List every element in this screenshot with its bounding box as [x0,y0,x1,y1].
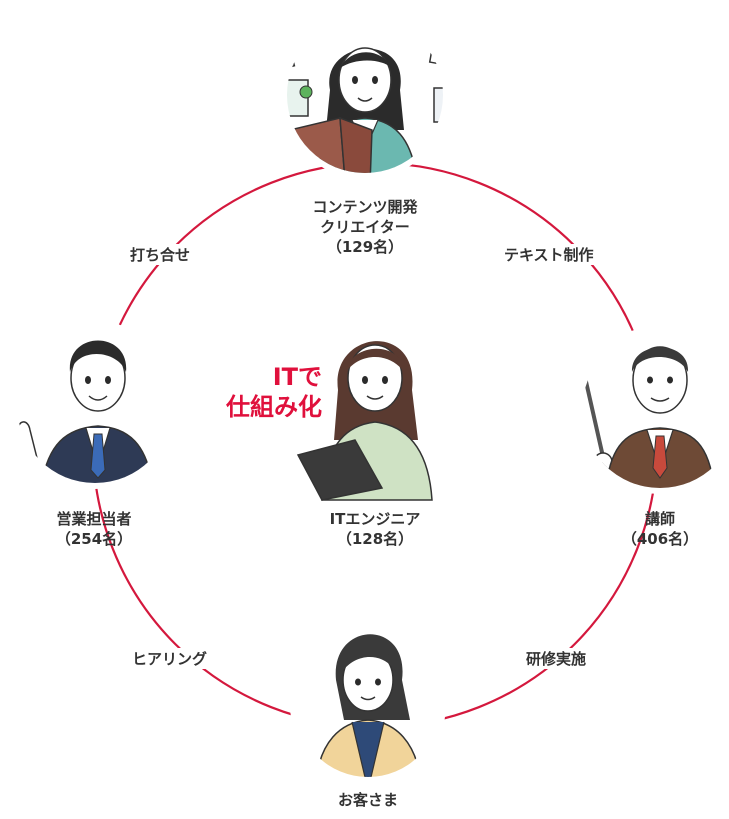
node-label-content-developer: コンテンツ開発 クリエイター （129名） [282,197,448,257]
node-label-line: お客さま [337,791,398,809]
woman-with-laptop-illustration [296,341,433,501]
node-label-line: クリエイター [320,218,410,236]
node-label-line: （254名） [55,530,133,548]
node-label-line: ITエンジニア [329,510,421,528]
it-systemization-tagline: ITで 仕組み化 [196,362,322,422]
node-label-sales: 営業担当者 （254名） [24,509,164,549]
edge-label-meeting: 打ち合せ [126,244,195,265]
node-label-customer: お客さま [298,790,438,810]
tagline-line: ITで [272,363,322,391]
node-label-line: 営業担当者 [56,510,132,528]
edge-label-hearing: ヒアリング [128,648,212,669]
salesman-waving-illustration [11,321,179,489]
node-label-line: （128名） [336,530,414,548]
node-label-line: （406名） [621,530,699,548]
node-label-line: 講師 [644,510,675,528]
woman-customer-illustration [290,627,446,783]
edge-label-training-delivery: 研修実施 [522,648,591,669]
node-label-instructor: 講師 （406名） [600,509,720,549]
tagline-line: 仕組み化 [226,393,322,421]
man-with-pointer-illustration [576,326,729,494]
node-label-line: （129名） [326,238,404,256]
node-label-it-engineer: ITエンジニア （128名） [295,509,455,549]
node-label-line: コンテンツ開発 [312,198,418,216]
edge-label-text-production: テキスト制作 [500,244,598,265]
woman-with-book-illustration [281,11,449,179]
